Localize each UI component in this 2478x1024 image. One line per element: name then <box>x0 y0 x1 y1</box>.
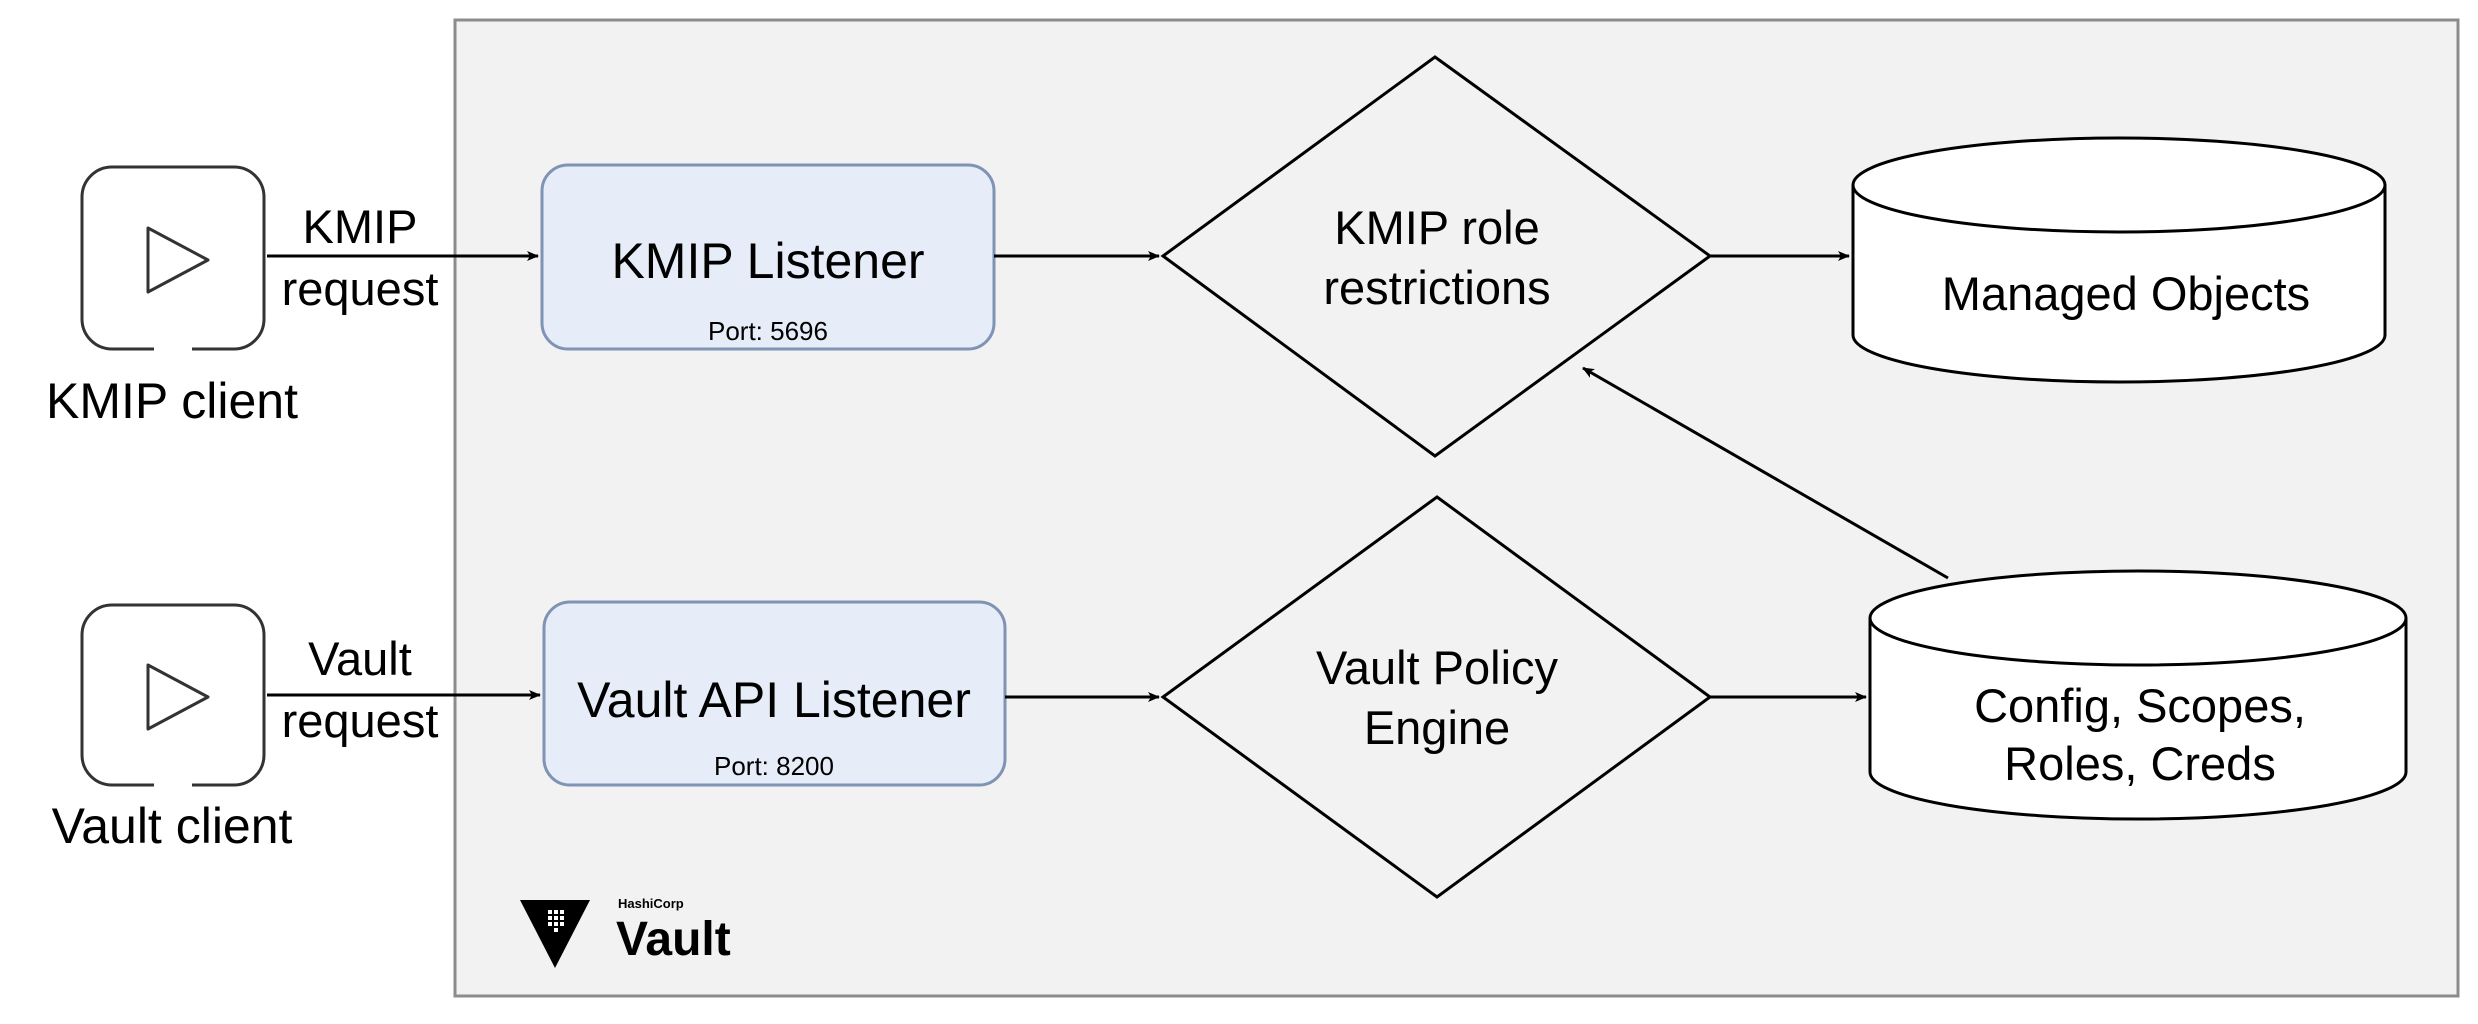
vault-client: Vault client <box>52 603 293 854</box>
vault-request-label-line2: request <box>282 694 439 747</box>
config-store-line2: Roles, Creds <box>2004 737 2276 790</box>
play-icon <box>146 663 210 731</box>
kmip-listener: KMIP Listener Port: 5696 <box>540 163 996 351</box>
play-icon <box>146 226 210 294</box>
vault-policy-engine-line1: Vault Policy <box>1316 641 1559 694</box>
kmip-role-restrictions-line2: restrictions <box>1323 261 1550 314</box>
vault-logo-grid <box>548 910 564 932</box>
vault-client-box <box>80 603 266 787</box>
config-store-line1: Config, Scopes, <box>1974 679 2306 732</box>
managed-objects-label: Managed Objects <box>1942 267 2310 320</box>
vault-client-label: Vault client <box>52 798 293 854</box>
config-store: Config, Scopes, Roles, Creds <box>1868 569 2408 821</box>
vault-api-listener-box <box>542 600 1007 787</box>
vault-logo-icon <box>520 900 590 968</box>
vault-api-listener: Vault API Listener Port: 8200 <box>542 600 1007 787</box>
vault-api-listener-title: Vault API Listener <box>577 672 971 728</box>
vault-request-label-line1: Vault <box>308 632 412 685</box>
kmip-request-label-line1: KMIP <box>303 200 418 253</box>
kmip-client-gap <box>154 340 192 356</box>
kmip-client: KMIP client <box>46 165 298 429</box>
vault-logo-name: Vault <box>616 913 731 966</box>
connectors <box>267 251 1949 702</box>
kmip-listener-title: KMIP Listener <box>611 233 924 289</box>
kmip-listener-port: Port: 5696 <box>708 316 828 346</box>
hashicorp-vault-logo: HashiCorp Vault <box>520 896 731 968</box>
kmip-request-label-line2: request <box>282 262 439 315</box>
kmip-role-restrictions: KMIP role restrictions <box>1160 55 1713 458</box>
vault-api-listener-port: Port: 8200 <box>714 751 834 781</box>
vault-logo-company: HashiCorp <box>618 896 684 911</box>
config-store-cylinder-body <box>1868 618 2408 821</box>
arrow-config-store-to-restrictions <box>1582 366 1949 580</box>
vault-policy-engine-line2: Engine <box>1364 701 1510 754</box>
managed-objects-cylinder-body <box>1851 185 2387 384</box>
kmip-role-restrictions-diamond <box>1160 55 1713 458</box>
kmip-client-box <box>80 165 266 351</box>
vault-policy-engine: Vault Policy Engine <box>1160 495 1713 899</box>
kmip-role-restrictions-line1: KMIP role <box>1334 201 1540 254</box>
config-store-cylinder-top <box>1868 569 2408 667</box>
vault-policy-engine-diamond <box>1160 495 1713 899</box>
managed-objects-store: Managed Objects <box>1851 136 2387 384</box>
kmip-client-label: KMIP client <box>46 373 298 429</box>
managed-objects-cylinder-top <box>1851 136 2387 234</box>
vault-client-gap <box>154 776 192 792</box>
